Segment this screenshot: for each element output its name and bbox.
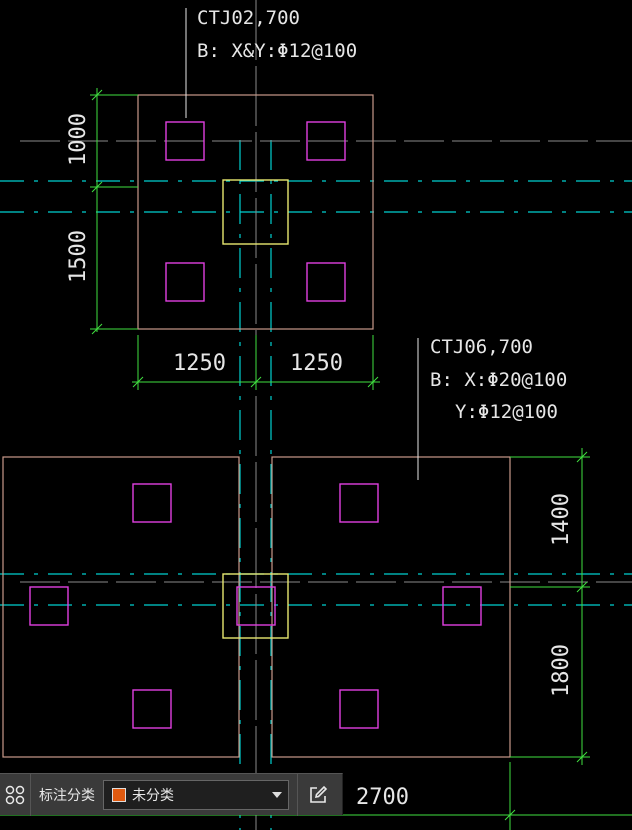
columns	[222, 179, 289, 639]
pile	[339, 689, 379, 729]
pile	[236, 586, 276, 626]
foundation-outlines	[2, 94, 511, 758]
dimension-1500: 1500	[66, 230, 91, 283]
ctj06-name-label: CTJ06,700	[430, 336, 533, 358]
dimension-1000: 1000	[66, 113, 91, 166]
piles	[29, 121, 482, 729]
grid-lines	[20, 0, 632, 830]
column	[222, 179, 289, 245]
toolbar-divider	[297, 773, 298, 816]
pile	[442, 586, 482, 626]
pile	[306, 121, 346, 161]
ctj02-name-label: CTJ02,700	[197, 7, 300, 29]
pile	[132, 689, 172, 729]
column	[222, 573, 289, 639]
pile	[165, 262, 205, 302]
pile	[339, 483, 379, 523]
category-selected-value: 未分类	[132, 786, 174, 803]
chevron-down-icon	[272, 791, 282, 798]
dimension-1400: 1400	[549, 493, 574, 546]
ctj02-rebar-label: B: X&Y:Φ12@100	[197, 40, 357, 62]
pile	[29, 586, 69, 626]
dimension-1800: 1800	[549, 644, 574, 697]
leader-lines	[185, 8, 419, 480]
edit-icon[interactable]	[298, 774, 338, 816]
ctj06-rebar-y-label: Y:Φ12@100	[455, 401, 558, 423]
category-color-swatch	[112, 787, 126, 802]
foundation-ctj02	[137, 94, 374, 330]
pile	[165, 121, 205, 161]
axis-lines	[0, 140, 632, 830]
ctj06-rebar-x-label: B: X:Φ20@100	[430, 369, 567, 391]
foundation-ctj06-right	[271, 456, 511, 758]
annotation-toolbar: 标注分类 未分类	[0, 773, 343, 816]
pile	[132, 483, 172, 523]
four-circles-icon[interactable]	[0, 773, 31, 816]
dimension-lines	[0, 88, 632, 830]
annotation-category-select[interactable]: 未分类	[103, 779, 289, 810]
pile	[306, 262, 346, 302]
dimension-1250-left: 1250	[173, 351, 226, 376]
dimension-2700: 2700	[356, 785, 409, 810]
annotation-category-label: 标注分类	[39, 786, 95, 803]
foundation-ctj06-left	[2, 456, 240, 758]
dimension-1250-right: 1250	[290, 351, 343, 376]
